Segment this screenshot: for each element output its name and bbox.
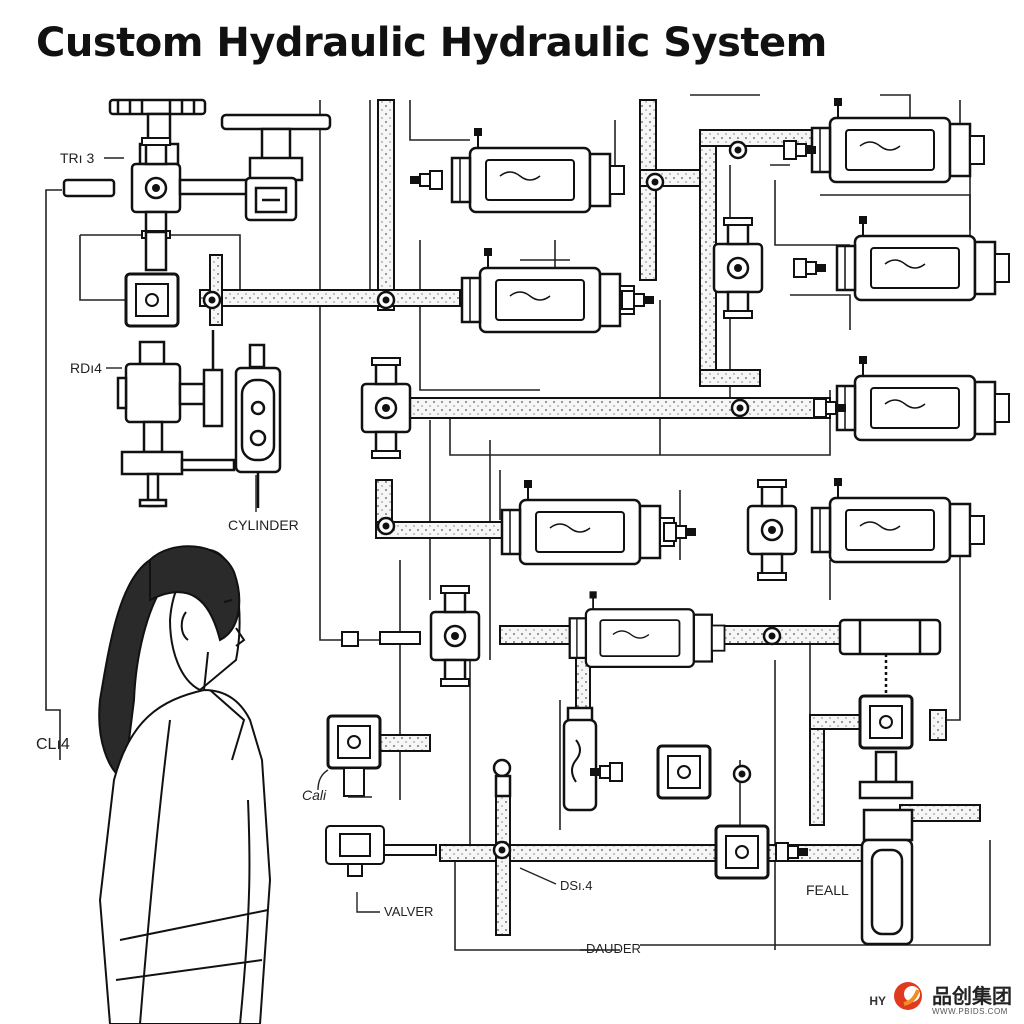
joint-10	[492, 840, 512, 860]
joint-3	[376, 290, 396, 310]
label-cl14: CLı4	[36, 736, 70, 753]
label-valver: VALVER	[384, 904, 434, 919]
pump-6	[500, 478, 676, 566]
fitting-1	[409, 170, 443, 190]
watermark-site: WWW.PBIDS.COM	[932, 1007, 1008, 1016]
box-component-3	[656, 744, 712, 800]
valve-mid-right	[746, 478, 798, 582]
box-component-4	[714, 824, 770, 880]
joint-7	[730, 398, 750, 418]
cylinder-icon	[234, 343, 282, 508]
box-component-5	[326, 714, 382, 770]
label-feall: FEALL	[806, 882, 849, 898]
pump-8	[568, 590, 726, 669]
valve-lower	[429, 584, 481, 688]
fitting-4	[793, 258, 827, 278]
pump-1	[450, 126, 626, 214]
watermark-text: 品创集团 WWW.PBIDS.COM	[932, 986, 1012, 1016]
joint-4	[376, 516, 396, 536]
valve-center	[360, 356, 412, 460]
box-component-1	[124, 272, 180, 328]
label-rd14: RDı4	[70, 360, 102, 376]
label-ds14: DSı.4	[560, 878, 593, 893]
joint-5	[645, 172, 665, 192]
pump-7	[810, 476, 986, 564]
logo-spacer	[896, 986, 926, 1016]
thin-lines	[45, 94, 991, 951]
pump-4	[835, 214, 1011, 302]
fitting-2	[621, 290, 655, 310]
fitting-6	[663, 522, 697, 542]
joint-9	[732, 764, 752, 784]
watermark: HY 品创集团 WWW.PBIDS.COM	[869, 986, 1012, 1016]
label-dauder: DAUDER	[586, 941, 641, 956]
joint-8	[762, 626, 782, 646]
label-tr13: TRı 3	[60, 150, 95, 166]
pump-5	[835, 354, 1011, 442]
watermark-brand: 品创集团	[932, 984, 1012, 1008]
filter-component	[562, 706, 598, 812]
watermark-prefix: HY	[869, 994, 886, 1008]
joint-6	[728, 140, 748, 160]
valve-right	[712, 216, 764, 320]
pump-3	[810, 96, 986, 184]
box-component-2	[858, 694, 914, 750]
joint-1	[202, 290, 222, 310]
t-fitting	[492, 758, 512, 798]
woman-illustration	[98, 545, 272, 1024]
logo-icon	[894, 982, 922, 1010]
label-cali: Cali	[302, 787, 327, 803]
label-cylinder: CYLINDER	[228, 517, 299, 533]
diagram-title: Custom Hydraulic Hydraulic System	[36, 20, 827, 66]
pressure-gauge-icon	[220, 113, 332, 222]
